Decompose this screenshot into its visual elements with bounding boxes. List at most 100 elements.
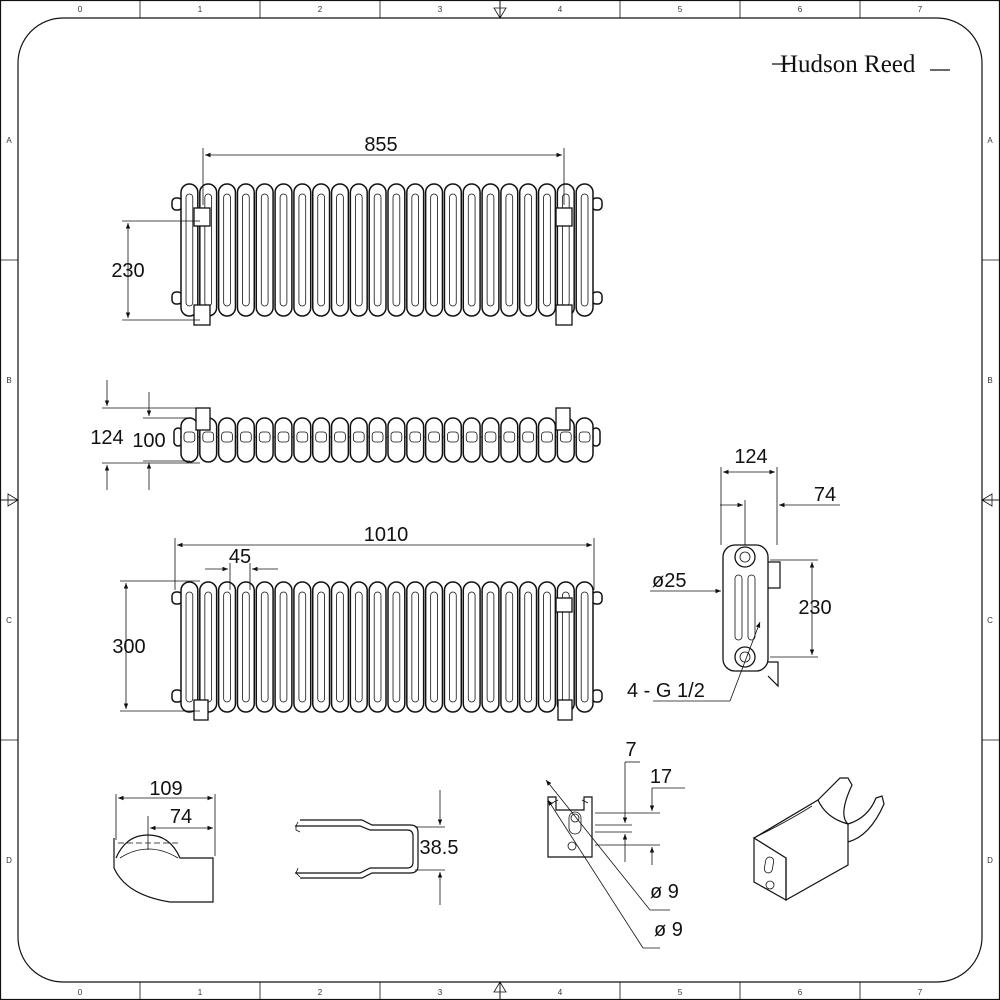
bracket-bottom-right [555, 304, 573, 326]
grid-tick-label: 7 [918, 5, 923, 14]
radiator-column [311, 183, 331, 317]
radiator-column [349, 183, 368, 317]
side-view: 124 74 ø25 230 4 - G 1/2 [627, 446, 840, 702]
plan-bracket-left [195, 407, 211, 431]
radiator-column [180, 183, 199, 317]
dim-hole-9-b: ø 9 [654, 919, 683, 941]
bracket-b-left [193, 699, 209, 721]
radiator-column-plan [217, 417, 237, 463]
radiator-column [500, 183, 519, 317]
dim-38-5: 38.5 [420, 837, 459, 859]
radiator-column [481, 183, 500, 317]
grid-tick-label: 3 [438, 988, 443, 997]
radiator-column [556, 183, 575, 317]
grid-tick-label: 0 [78, 5, 83, 14]
dim-230-side: 230 [798, 597, 831, 619]
radiator-column-plan [255, 417, 274, 463]
grid-tick-label: 4 [558, 988, 563, 997]
dim-109: 109 [149, 778, 182, 800]
brand-name: Hudson Reed [780, 51, 916, 78]
grid-tick-label: C [987, 616, 993, 625]
bracket-bottom-left [193, 304, 211, 326]
radiator-column [274, 581, 293, 713]
grid-tick-label: B [987, 376, 992, 385]
radiator-column [406, 183, 425, 317]
radiator-column-plan [387, 417, 406, 463]
grid-tick-label: C [6, 616, 12, 625]
radiator-column-plan [462, 417, 481, 463]
grid-tick-label: B [6, 376, 11, 385]
radiator-column-plan [537, 417, 557, 463]
grid-tick-label: 7 [918, 988, 923, 997]
radiator-column [236, 183, 256, 317]
front-view-bottom: 1010 45 300 [112, 524, 603, 721]
radiator-column [199, 581, 218, 713]
radiator-column [424, 183, 444, 317]
radiator-columns-plan [173, 417, 601, 463]
radiator-column-plan [330, 417, 350, 463]
radiator-column [406, 581, 425, 713]
grid-tick-label: 2 [318, 988, 323, 997]
radiator-column-plan [443, 417, 463, 463]
radiator-column [443, 581, 463, 713]
dim-thread: 4 - G 1/2 [627, 680, 705, 702]
radiator-column [255, 581, 274, 713]
plan-bracket-right [555, 407, 571, 431]
radiator-column [293, 581, 312, 713]
grid-tick-label: 3 [438, 5, 443, 14]
dim-74-side: 74 [814, 484, 836, 506]
radiator-column [518, 183, 538, 317]
radiator-column [518, 581, 538, 713]
dim-hole-9-a: ø 9 [650, 881, 679, 903]
dim-124-plan: 124 [90, 427, 123, 449]
radiator-column-plan [311, 417, 331, 463]
radiator-column [537, 183, 557, 317]
brand-logo: Hudson Reed [772, 51, 950, 78]
bracket-top-left [193, 207, 211, 227]
radiator-column-plan [349, 417, 368, 463]
radiator-column [349, 581, 368, 713]
grid-tick-label: 6 [798, 988, 803, 997]
radiator-column [180, 581, 199, 713]
radiator-column-plan [368, 417, 387, 463]
radiator-column [236, 581, 256, 713]
radiator-column [424, 581, 444, 713]
grid-tick-label: A [987, 136, 993, 145]
radiator-column-plan [424, 417, 444, 463]
radiator-column [217, 183, 237, 317]
dim-74-bracket: 74 [170, 806, 192, 828]
bracket-top-right [555, 207, 573, 227]
dim-1010: 1010 [364, 524, 409, 546]
radiator-column [500, 581, 519, 713]
radiator-column-plan [180, 417, 199, 463]
grid-tick-label: 1 [198, 988, 203, 997]
radiator-column [368, 581, 387, 713]
radiator-column [462, 183, 481, 317]
clip-profile: 38.5 [295, 790, 458, 905]
radiator-column [462, 581, 481, 713]
grid-tick-label: 5 [678, 988, 683, 997]
isometric-bracket [753, 777, 885, 902]
radiator-column [274, 183, 293, 317]
radiator-column-plan [500, 417, 519, 463]
radiator-column-plan [236, 417, 256, 463]
side-body [722, 544, 769, 672]
radiator-column [199, 183, 218, 317]
grid-tick-label: 1 [198, 5, 203, 14]
radiator-columns-top [171, 183, 603, 317]
dim-7: 7 [625, 739, 636, 761]
radiator-column-plan [518, 417, 538, 463]
radiator-column [575, 581, 594, 713]
bracket-profile: 109 74 [113, 778, 216, 903]
grid-tick-label: 0 [78, 988, 83, 997]
grid-tick-label: 6 [798, 5, 803, 14]
radiator-column-plan [481, 417, 500, 463]
radiator-column [293, 183, 312, 317]
hole-detail: 7 17 ø 9 ø 9 [545, 739, 685, 949]
radiator-column-plan [406, 417, 425, 463]
dim-100-plan: 100 [132, 430, 165, 452]
